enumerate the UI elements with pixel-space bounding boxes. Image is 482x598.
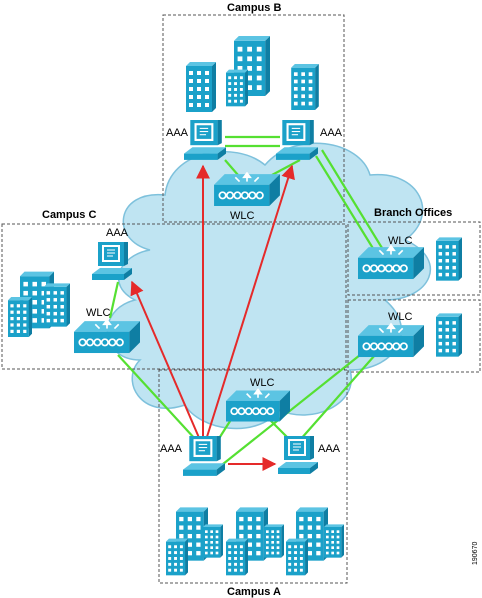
office-building-icon [8, 297, 32, 337]
office-building-icon [264, 524, 284, 558]
campus-b-buildings [186, 36, 319, 112]
green-links [108, 135, 383, 469]
office-building-icon [186, 62, 216, 112]
aaa-server-icon [92, 242, 132, 281]
aaa-server-icon [278, 436, 318, 475]
wlc-router-icon [358, 323, 424, 358]
office-building-icon [436, 237, 462, 281]
aaa-label: AAA [106, 227, 129, 239]
wlc-label: WLC [388, 311, 413, 323]
campus-c-boundary [1, 223, 347, 370]
aaa-label: AAA [320, 127, 343, 139]
wlc-router-icon [74, 319, 140, 354]
wlc-label: WLC [230, 210, 255, 222]
office-building-icon [226, 69, 248, 107]
red-links [130, 164, 295, 471]
wlc-label: WLC [86, 307, 111, 319]
wlc-router-icon [358, 245, 424, 280]
office-building-icon [44, 283, 70, 327]
office-building-icon [324, 524, 344, 558]
office-building-icon [203, 524, 223, 558]
branch-office-boundary-2 [347, 299, 481, 373]
wlc-router-icon [214, 172, 280, 206]
aaa-label: AAA [160, 443, 183, 455]
office-building-icon [436, 313, 462, 357]
office-building-icon [286, 538, 308, 576]
campus-c-title: Campus C [42, 209, 96, 221]
campus-b-title: Campus B [227, 2, 281, 14]
branch-office-boundary-1 [347, 221, 481, 296]
wlc-router-icon [226, 388, 290, 422]
office-building-icon [226, 538, 248, 576]
campus-a-boundary [158, 369, 348, 584]
wlc-label: WLC [388, 235, 413, 247]
aaa-label: AAA [166, 127, 189, 139]
aaa-label: AAA [318, 443, 341, 455]
office-building-icon [166, 538, 188, 576]
campus-b-boundary [162, 14, 345, 223]
figure-id: 190670 [472, 542, 479, 565]
campus-c-buildings [8, 271, 70, 337]
wlc-label: WLC [250, 377, 275, 389]
campus-a-title: Campus A [227, 586, 281, 598]
aaa-server-icon [184, 120, 226, 161]
office-building-icon [291, 64, 319, 110]
aaa-server-icon [183, 436, 225, 477]
aaa-server-icon [276, 120, 318, 161]
branch-offices-title: Branch Offices [374, 207, 452, 219]
campus-a-buildings [166, 507, 344, 576]
